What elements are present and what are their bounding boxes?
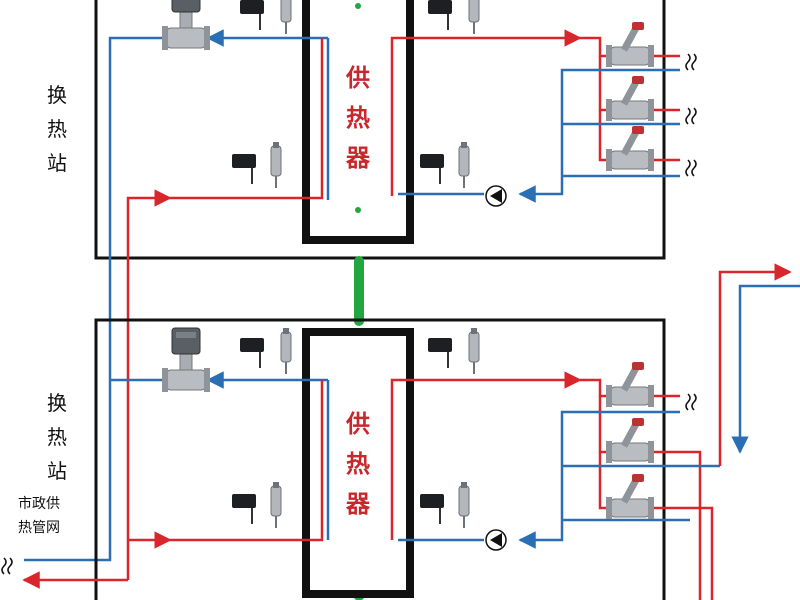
thermometer-icon [270,481,282,529]
heat-exchanger-label-bottom: 供 热 器 [336,404,380,524]
heat-exchanger-label-top: 供 热 器 [336,58,380,178]
secondary-return-pipe [518,410,680,549]
network-return-pipe [731,284,800,454]
municipal-network-label: 市政供 热管网 [4,492,74,540]
control-valve-icon [161,0,211,51]
primary-supply-pipe [170,38,324,200]
station-label-bottom: 换 热 站 [42,386,72,488]
pump-arrow-icon [490,189,502,203]
balance-valve-icon [606,126,654,171]
thermometer-icon [458,141,470,189]
pressure-gauge-icon [239,0,265,31]
network-label-line: 市政供 [18,496,60,512]
pressure-gauge-icon [419,493,445,525]
exchanger-char: 供 [346,64,370,92]
pressure-gauge-icon [419,153,445,185]
heat-exchanger-inner [340,394,380,534]
thermometer-icon [468,327,480,375]
exchanger-link [354,256,364,326]
pressure-gauge-icon [231,153,257,185]
station-label-char: 换 [47,83,67,107]
thermometer-icon [280,0,292,35]
secondary-return-pipe [518,68,680,203]
station-frame [94,0,666,260]
exchanger-char: 器 [346,144,370,172]
station-label-top: 换 热 站 [42,78,72,180]
station-label-char: 换 [47,391,67,415]
station-bottom [1,263,800,600]
thermometer-icon [458,481,470,529]
pump-arrow-icon [490,533,502,547]
station-label-char: 站 [47,151,67,175]
exchanger-char: 热 [346,450,370,478]
pressure-gauge-icon [427,0,453,31]
sensor-dot [355,207,361,213]
balance-valve-icon [606,418,654,463]
primary-return-pipe [24,36,164,562]
balance-valve-icon [606,474,654,519]
secondary-supply-pipe [598,452,714,600]
heat-exchanger-inner [340,40,380,190]
network-label-line: 热管网 [18,520,60,536]
control-valve-icon [161,327,211,393]
balance-valve-icon [606,76,654,121]
station-label-char: 热 [47,425,67,449]
pipe-break-icon [685,159,697,177]
balance-valve-icon [606,22,654,67]
station-top [24,0,697,580]
pressure-gauge-icon [427,337,453,369]
pressure-gauge-icon [239,337,265,369]
exchanger-char: 热 [346,104,370,132]
exchanger-char: 器 [346,490,370,518]
sensor-dot [355,3,361,9]
secondary-supply-pipe [390,371,582,540]
pressure-gauge-icon [231,493,257,525]
exchanger-char: 供 [346,410,370,438]
thermometer-icon [280,327,292,375]
station-label-char: 热 [47,117,67,141]
thermometer-icon [468,0,480,35]
pipe-break-icon [685,393,697,411]
secondary-supply-pipe [390,29,582,196]
pipe-break-icon [685,107,697,125]
primary-supply-pipe [170,380,324,542]
pipe-break-icon [685,53,697,71]
station-label-char: 站 [47,459,67,483]
primary-supply-pipe [126,189,172,580]
pipe-break-icon [1,557,13,575]
balance-valve-icon [606,362,654,407]
network-supply-pipe [718,263,792,466]
thermometer-icon [270,141,282,189]
